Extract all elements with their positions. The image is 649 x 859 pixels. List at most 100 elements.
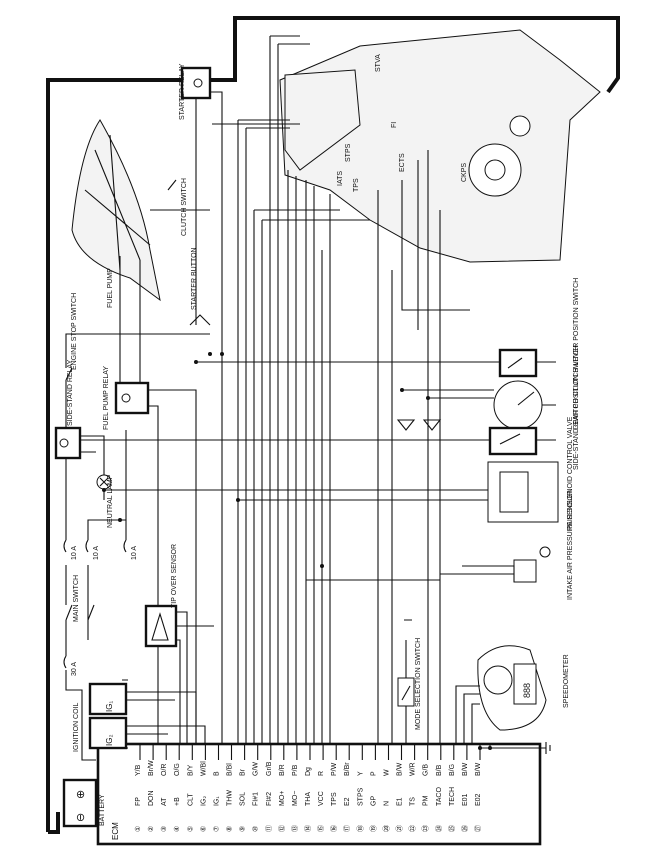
ecm-pin-number: ㉒ bbox=[409, 825, 417, 832]
intake-air-pressure-sensor-wires bbox=[306, 565, 515, 582]
fuse-30a-icon bbox=[63, 655, 67, 669]
ignition-coil-2 bbox=[88, 716, 128, 750]
ects-label: ECTS bbox=[399, 153, 406, 172]
ground-junction-1 bbox=[478, 746, 482, 750]
sensor-bus-wires bbox=[237, 36, 331, 744]
pair-solenoid-wires bbox=[104, 489, 488, 501]
speedometer-label: SPEEDOMETER bbox=[563, 654, 570, 708]
engine-stop-switch-label: ENGINE STOP SWITCH bbox=[71, 293, 78, 370]
ecm-pin-wire-color: W bbox=[384, 769, 391, 776]
ecm-pin-wire-color: B/Y bbox=[187, 764, 194, 776]
ecm-pin-list: ①FPY/B②DONBr/W③ATO/R④+BO/G⑤CLTB/Y⑥IG₂W/B… bbox=[134, 744, 482, 832]
ecm-pin-wire-color: P/B bbox=[292, 764, 299, 776]
ecm-pin-number: ㉗ bbox=[474, 825, 482, 832]
ecm-pin-number: ⑧ bbox=[226, 826, 234, 832]
side-stand-relay-coil bbox=[59, 438, 69, 448]
ecm-pin-number: ④ bbox=[173, 826, 181, 832]
iats-label: IATS bbox=[337, 171, 344, 186]
battery-plus-sign: ⊕ bbox=[75, 790, 87, 799]
ignition-coil-1-label: IG₁ bbox=[105, 701, 114, 712]
ckps-label: CKPS bbox=[461, 163, 468, 182]
fuse-feed-wires bbox=[65, 430, 127, 761]
battery-label: BATTERY bbox=[99, 794, 106, 826]
ecm-pin-wire-color: B/W bbox=[397, 762, 404, 776]
ignition-coil-1 bbox=[88, 682, 128, 716]
fuse-30a-label: 30 A bbox=[71, 662, 78, 676]
ecm-pin-number: ⑭ bbox=[304, 825, 312, 832]
ecm-pin-wire-color: B/Br bbox=[344, 762, 351, 776]
speedometer-display-value: 888 bbox=[522, 683, 532, 698]
tps-label: TPS bbox=[353, 178, 360, 192]
starter-relay-wires bbox=[195, 91, 223, 744]
ecm-pin-number: ⑬ bbox=[291, 825, 299, 832]
ecm-pin-signal: E1 bbox=[397, 797, 404, 806]
gear-position-switch-wires bbox=[402, 389, 556, 406]
ecm-pin-signal: AT bbox=[161, 797, 168, 806]
starter-relay-label: STARTER RELAY bbox=[179, 63, 186, 120]
ecm-pin-signal: MO− bbox=[292, 791, 299, 806]
ignition-coil-2-label: IG₂ bbox=[105, 734, 114, 746]
speedometer-display bbox=[513, 663, 537, 705]
ecm-pin-number: ㉑ bbox=[396, 825, 404, 832]
ecm-pin-wire-color: Br bbox=[240, 768, 247, 776]
gear-position-switch-label: GEAR POSITION SWITCH bbox=[573, 345, 580, 430]
ecm-pin-signal: E2 bbox=[344, 797, 351, 806]
fuse-10a-icons bbox=[63, 539, 127, 553]
main-power-wire bbox=[46, 16, 620, 832]
ecm-pin-signal: VCC bbox=[318, 791, 325, 806]
fuel-pump-relay-box bbox=[114, 381, 150, 415]
neutral-lamp-label: NEUTRAL LAMP bbox=[107, 474, 114, 528]
ecm-pin-number: ⑦ bbox=[213, 826, 221, 832]
ecm-pin-number: ⑩ bbox=[252, 826, 260, 832]
engine-stop-switch-contact bbox=[65, 333, 210, 428]
starter-relay-coil bbox=[193, 78, 203, 88]
ecm-pin-number: ⑪ bbox=[265, 825, 273, 832]
mode-selection-switch-label: MODE SELECTION SWITCH bbox=[415, 638, 422, 730]
tip-over-sensor-label: TIP OVER SENSOR bbox=[171, 544, 178, 608]
ecm-pin-wire-color: O/R bbox=[161, 764, 168, 776]
ecm-pin-wire-color: Y bbox=[357, 771, 364, 776]
stva-label: STVA bbox=[375, 54, 382, 72]
ecm-pin-wire-color: B/G bbox=[449, 764, 456, 776]
ecm-pin-signal: +B bbox=[174, 797, 181, 806]
ecm-pin-number: ⑫ bbox=[278, 825, 286, 832]
neutral-lamp-filament bbox=[99, 477, 109, 487]
pair-solenoid-coil bbox=[499, 471, 529, 513]
fi-label: FI bbox=[391, 122, 398, 128]
ecm-pin-number: ㉓ bbox=[422, 825, 430, 832]
ecm-pin-number: ⑯ bbox=[330, 825, 338, 832]
mode-selection-switch-contact bbox=[401, 685, 411, 701]
ecm-pin-number: ② bbox=[147, 826, 155, 832]
pair-solenoid-label: PAIR SOLENOID CONTROL VALVE bbox=[567, 416, 574, 530]
ecm-pin-wire-color: B/W bbox=[462, 762, 469, 776]
ecm-pin-wire-color: G/B bbox=[423, 764, 430, 776]
fuse-10a-label-1: 10 A bbox=[71, 546, 78, 560]
fuse-10a-label-3: 10 A bbox=[131, 546, 138, 560]
ecm-pin-signal: PM bbox=[423, 795, 430, 806]
ecm-pin-wire-color: W/Bl bbox=[200, 761, 207, 776]
starter-button-contact bbox=[189, 314, 211, 326]
ecm-pin-wire-color: Gr/B bbox=[266, 761, 273, 776]
ecm-pin-number: ⑳ bbox=[383, 825, 391, 832]
tip-over-sensor-wires bbox=[176, 611, 214, 744]
stps-label: STPS bbox=[345, 143, 352, 162]
tip-over-sensor-icon bbox=[151, 612, 169, 641]
ecm-pin-signal: FI#2 bbox=[266, 792, 273, 806]
ecm-pin-number: ㉕ bbox=[448, 825, 456, 832]
intake-air-pressure-sensor-port bbox=[539, 546, 551, 558]
ecm-pin-signal: E02 bbox=[475, 793, 482, 806]
ecm-pin-wire-color: B/W bbox=[475, 762, 482, 776]
clutch-lever-position-switch-box bbox=[498, 348, 538, 378]
main-switch-contacts bbox=[65, 565, 95, 656]
ecm-pin-wire-color: Dg bbox=[305, 767, 312, 776]
gear-position-switch-pointer bbox=[517, 391, 535, 406]
fuel-pump-relay-label: FUEL PUMP RELAY bbox=[103, 366, 110, 430]
fuel-pump-hatching bbox=[84, 134, 151, 271]
starter-motor-icon bbox=[509, 115, 531, 137]
speedometer-wires bbox=[455, 685, 480, 744]
clutch-switch-contact bbox=[150, 179, 210, 211]
mode-selection-switch-wires bbox=[404, 619, 412, 744]
ecm-pin-signal: TPS bbox=[331, 792, 338, 806]
starter-button-label: STARTER BUTTON bbox=[191, 247, 198, 310]
